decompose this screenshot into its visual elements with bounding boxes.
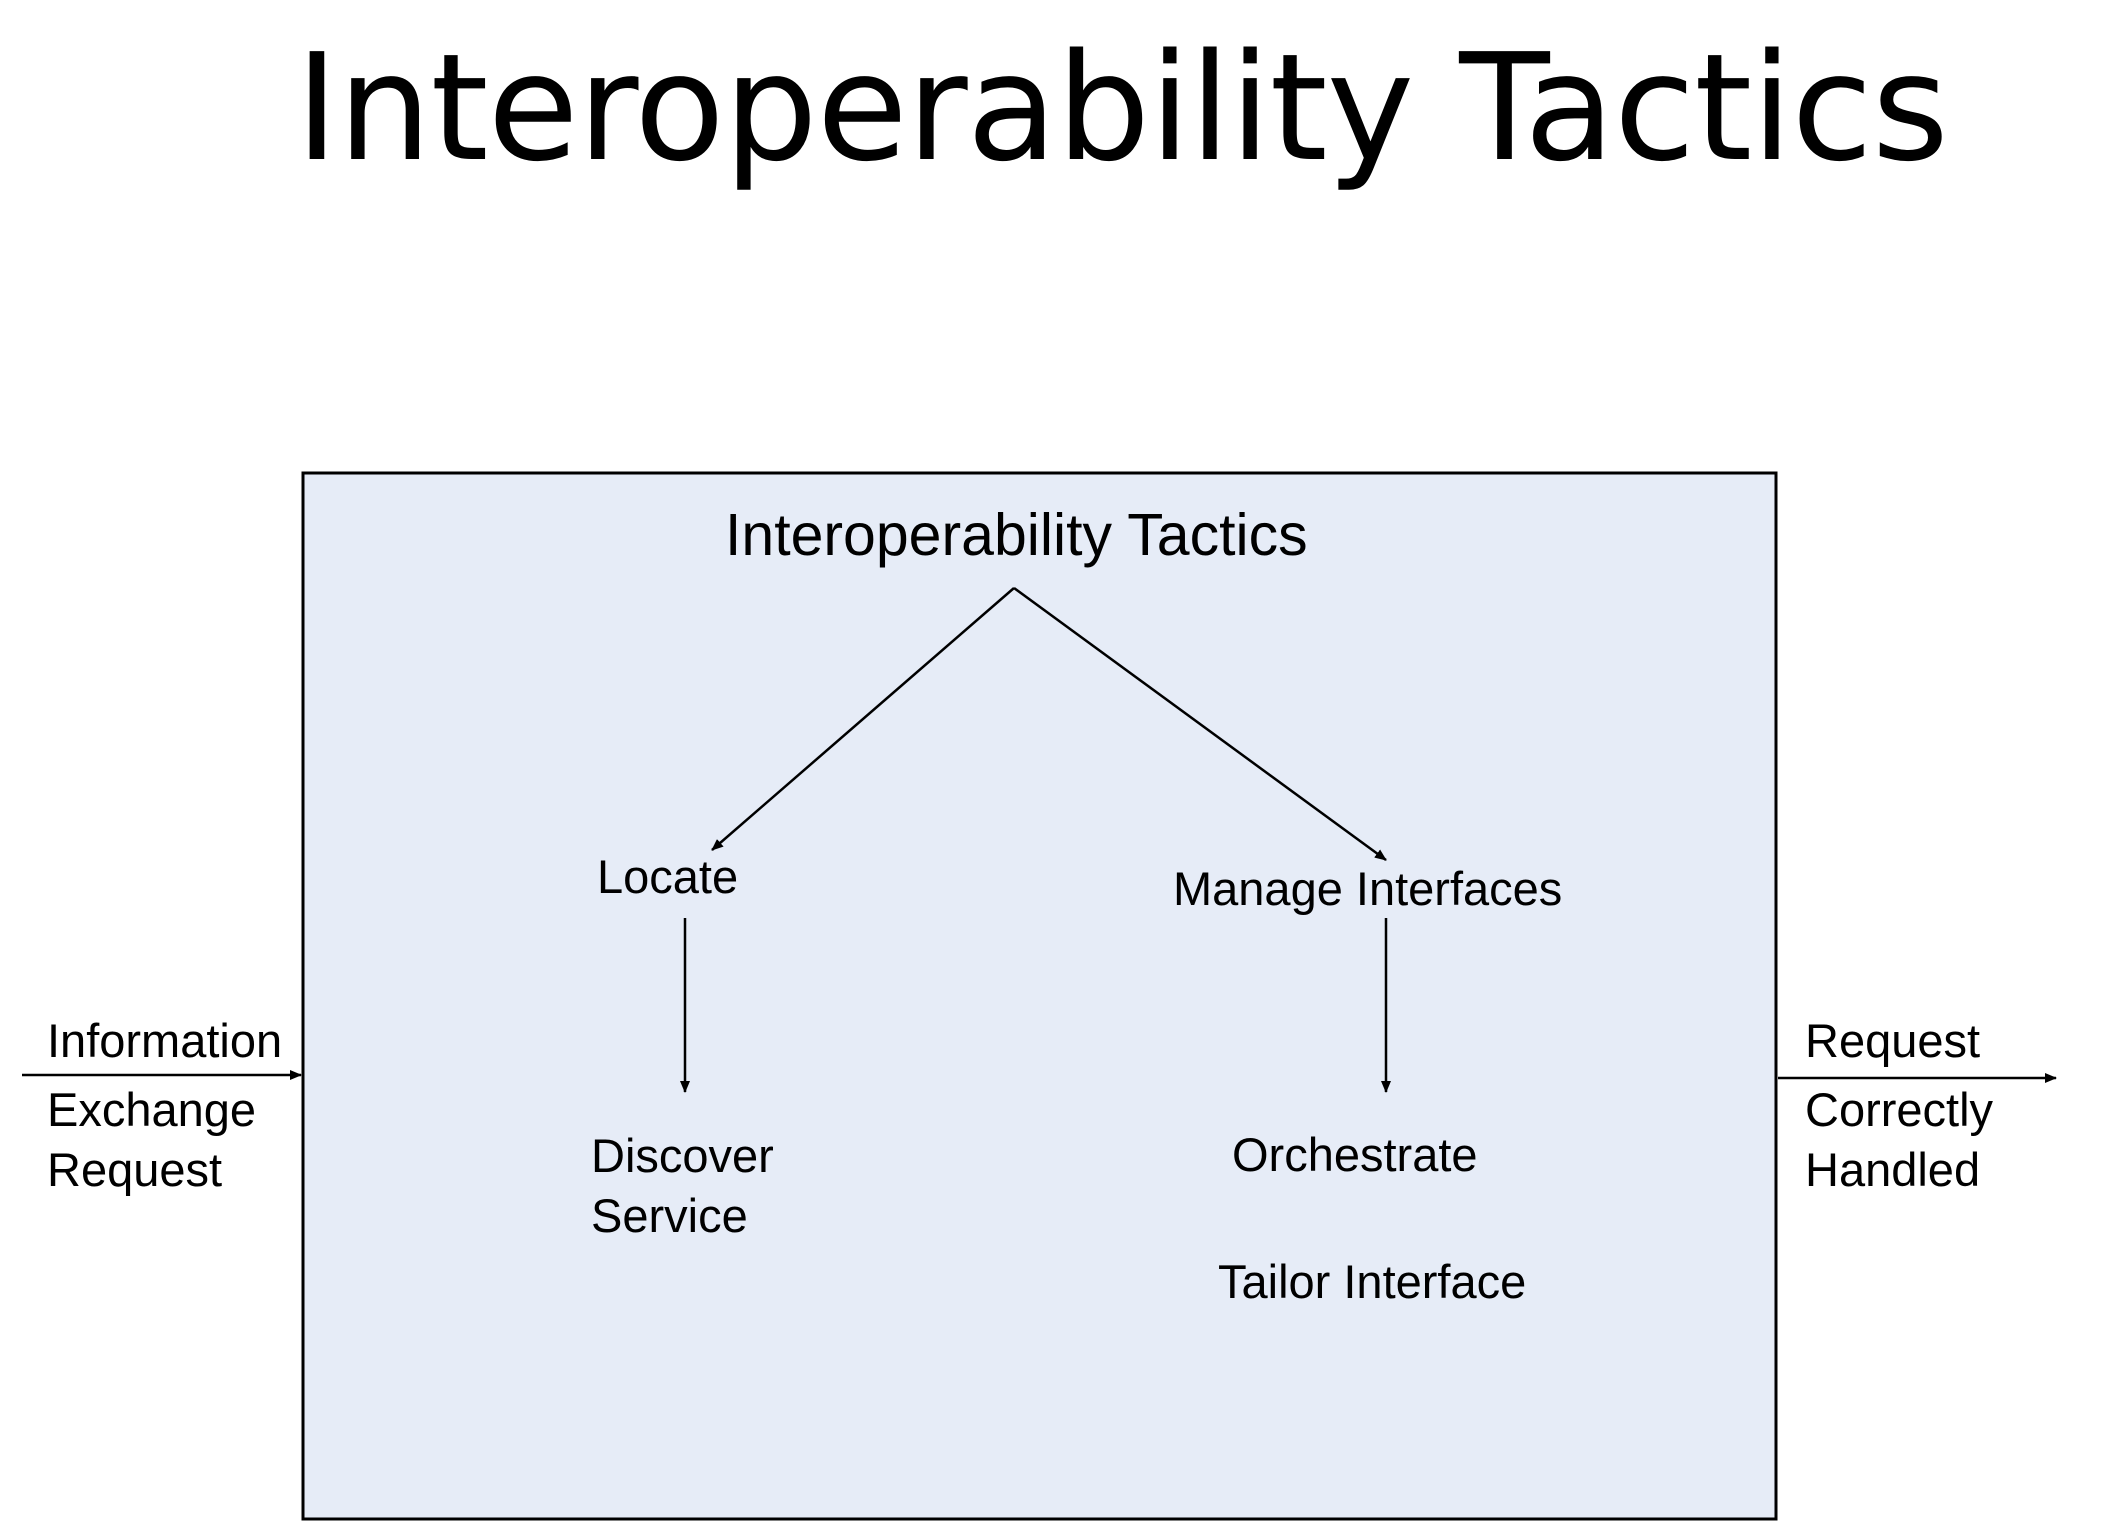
arrow-to-manage-interfaces xyxy=(1013,586,1387,862)
input-label-line-1: Information xyxy=(47,1014,283,1067)
input-label-line-3: Request xyxy=(47,1143,223,1196)
tactics-box xyxy=(301,471,1778,1521)
category-manage-interfaces: Manage Interfaces xyxy=(1173,862,1563,915)
input-label-line-2: Exchange xyxy=(47,1083,257,1136)
arrow-to-locate xyxy=(711,587,1015,851)
tactic-orchestrate: Orchestrate xyxy=(1232,1128,1478,1181)
tactic-tailor-interface: Tailor Interface xyxy=(1218,1255,1527,1308)
output-label-line-1: Request xyxy=(1805,1014,1981,1067)
slide-title: Interoperability Tactics xyxy=(295,22,1949,194)
tactic-discover-service: Discover Service xyxy=(591,1129,774,1242)
output-label-line-3: Handled xyxy=(1805,1143,1981,1196)
category-locate: Locate xyxy=(597,850,739,903)
output-label-line-2: Correctly xyxy=(1805,1083,1994,1136)
box-title: Interoperability Tactics xyxy=(725,502,1308,568)
